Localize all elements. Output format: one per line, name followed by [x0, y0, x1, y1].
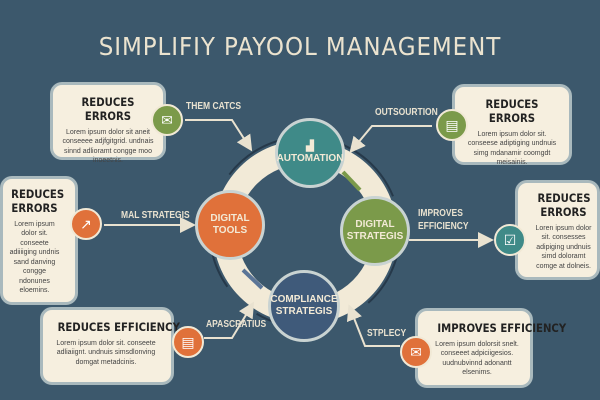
card-text: Lorem ipsum dolorsit snelt. conseeet adp…	[435, 341, 519, 377]
card-reduces-errors-3: REDUCES ERRORS Lorem ipsum dolor sit. con…	[452, 84, 572, 167]
envelope-icon: ✉	[151, 104, 183, 136]
page-title: SIMPLIFIY PAYOOL MANAGEMENT	[98, 32, 502, 61]
node-label: STRATEGIS	[275, 306, 333, 317]
document-icon: ▤	[436, 109, 468, 141]
card-text: Lorem ipsum dolor sit. conseete adiiiigi…	[9, 221, 60, 295]
card-title: IMPROVES EFFICIENCY	[437, 321, 567, 335]
card-text: Lorem ipsum dolor sit aneit conseeee adj…	[62, 129, 154, 165]
growth-chart-icon: ↗	[70, 208, 102, 240]
double-arrow-green	[341, 170, 362, 192]
node-automation[interactable]: ▟ AUTOMATION	[275, 118, 345, 188]
node-label: DIGITAL	[210, 212, 250, 224]
card-reduces-errors-2: REDUCES ERRORS Lorem ipsum dolor sit. con…	[0, 176, 78, 305]
card-text: Lorem ipsum dolor sit. conseese adiptigi…	[467, 131, 557, 167]
card-reduces-errors-4: REDUCES ERRORS Loren ipsum dolor sit. con…	[515, 180, 600, 281]
connector-label: OUTSOURTION	[375, 107, 438, 118]
card-title: REDUCES ERRORS	[537, 191, 591, 219]
card-text: Lorem ipsum dolor sit. conseete adliaiig…	[56, 340, 156, 366]
connector-label: THEM CATCS	[186, 101, 242, 112]
checklist-icon: ☑	[494, 224, 526, 256]
arrow-apascratius	[204, 301, 255, 339]
connector-label: IMPROVES	[418, 208, 463, 219]
card-title: REDUCES ERRORS	[485, 97, 539, 125]
arrow-stplecy	[346, 304, 400, 347]
chart-icon: ▟	[306, 140, 314, 152]
node-label: TOOLS	[212, 225, 248, 236]
node-label: STRATEGIS	[346, 231, 404, 242]
connector-label: EFFICIENCY	[418, 221, 469, 232]
documents-icon: ▤	[172, 326, 204, 358]
arrow-outsourtion	[349, 125, 432, 154]
double-arrow-blue	[241, 268, 264, 290]
card-reduces-errors-1: REDUCES ERRORS Lorem ipsum dolor sit anei…	[50, 82, 166, 164]
card-text: Loren ipsum dolor sit. consesses adipigi…	[535, 225, 592, 270]
connector-label: APASCRATIUS	[206, 319, 267, 330]
card-improves-efficiency: IMPROVES EFFICIENCY Lorem ipsum dolorsit …	[415, 308, 567, 388]
card-title: REDUCES EFFICIENCY	[57, 320, 180, 334]
card-reduces-efficiency: REDUCES EFFICIENCY Lorem ipsum dolor sit.…	[40, 307, 180, 385]
node-label: COMPLIANCE	[270, 293, 338, 305]
envelope-icon: ✉	[400, 336, 432, 368]
connector-label: MAL STRATEGIS	[121, 210, 190, 221]
node-label: DIGITAL	[355, 218, 395, 230]
card-title: REDUCES ERRORS	[81, 95, 135, 123]
connector-label: STPLECY	[367, 328, 407, 339]
card-title: REDUCES ERRORS	[11, 187, 65, 215]
arrow-them-catcs	[185, 119, 253, 152]
node-label: AUTOMATION	[276, 153, 344, 164]
